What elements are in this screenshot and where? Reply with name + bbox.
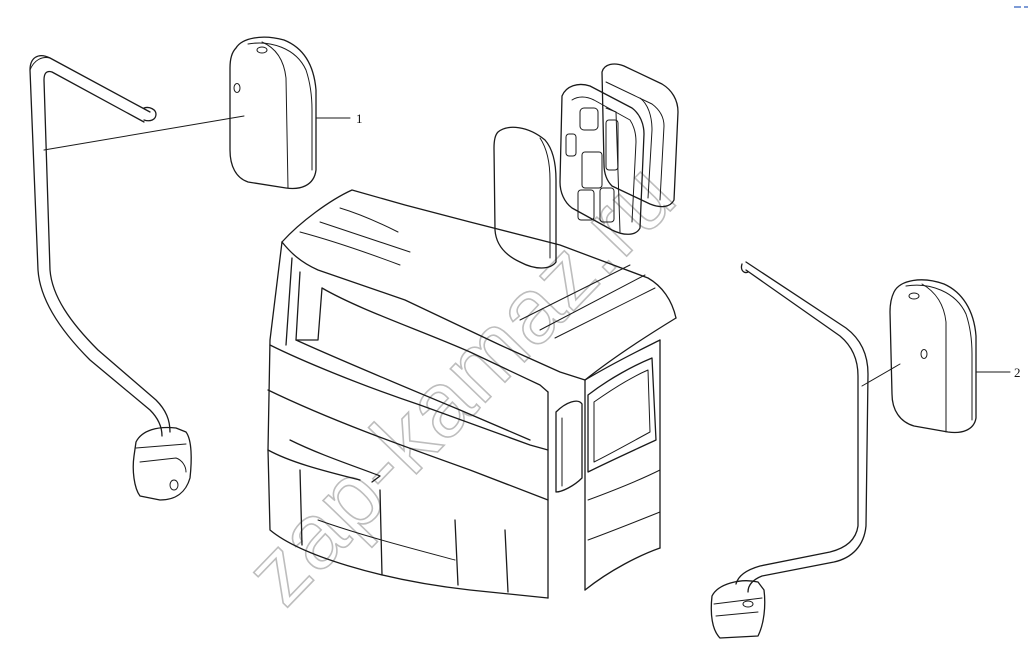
mirror-housing-exploded [601, 63, 679, 208]
callout-1-label: 1 [356, 111, 363, 126]
callout-2-label: 2 [1014, 365, 1021, 380]
truck-cab [267, 189, 677, 599]
corner-mark [1014, 6, 1021, 8]
watermark-text: zap-kamaz.ru [226, 144, 695, 624]
corner-mark [1024, 6, 1028, 8]
mirror-right-assembly: 2 [710, 261, 1021, 639]
mirror-left-assembly: 1 [29, 36, 363, 501]
mirror-glass-exploded [493, 126, 557, 269]
mirror-backing-plate [559, 83, 645, 235]
